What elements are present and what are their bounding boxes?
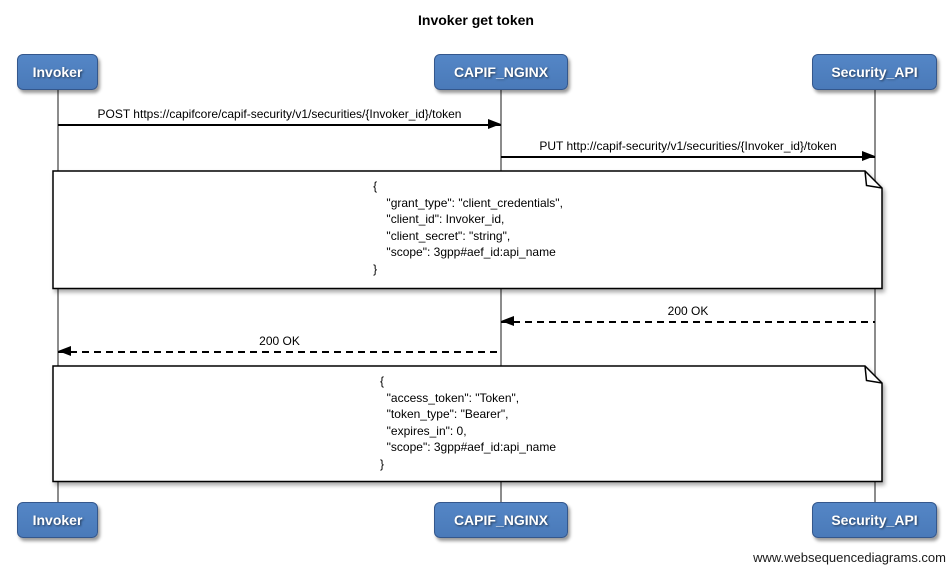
note-text: { "access_token": "Token", "token_type":… bbox=[380, 374, 556, 471]
actor-label: CAPIF_NGINX bbox=[453, 64, 549, 80]
actor-label: Invoker bbox=[32, 512, 83, 528]
actor-box-security-api-bottom: Security_API bbox=[812, 502, 937, 538]
message-label: 200 OK bbox=[259, 334, 300, 348]
actor-label: CAPIF_NGINX bbox=[453, 512, 549, 528]
message-line bbox=[501, 156, 875, 158]
message-label: PUT http://capif-security/v1/securities/… bbox=[539, 139, 837, 153]
message-200-ok-security-to-capif: 200 OK bbox=[501, 304, 875, 326]
message-label: POST https://capifcore/capif-security/v1… bbox=[97, 107, 462, 121]
note-token-response-body: { "access_token": "Token", "token_type":… bbox=[52, 365, 884, 483]
actor-label: Security_API bbox=[831, 64, 918, 80]
note-paper-icon bbox=[52, 170, 883, 290]
note-fold-icon bbox=[864, 365, 883, 384]
message-post-token: POST https://capifcore/capif-security/v1… bbox=[58, 107, 501, 129]
watermark: www.websequencediagrams.com bbox=[753, 550, 946, 565]
arrowhead-left-icon bbox=[501, 316, 514, 326]
lifeline-capif-nginx bbox=[500, 90, 502, 503]
note-fold-icon bbox=[864, 170, 883, 189]
actor-box-capif-nginx-top: CAPIF_NGINX bbox=[434, 54, 568, 90]
lifeline-security-api bbox=[874, 90, 876, 503]
actor-box-capif-nginx-bottom: CAPIF_NGINX bbox=[434, 502, 568, 538]
arrowhead-right-icon bbox=[488, 119, 501, 129]
note-text: { "grant_type": "client_credentials", "c… bbox=[373, 179, 563, 276]
actor-box-invoker-bottom: Invoker bbox=[17, 502, 98, 538]
message-line-dashed bbox=[501, 321, 875, 323]
actor-label: Invoker bbox=[32, 64, 83, 80]
arrowhead-left-icon bbox=[58, 346, 71, 356]
message-line-dashed bbox=[58, 351, 501, 353]
note-paper-icon bbox=[52, 365, 883, 483]
diagram-title: Invoker get token bbox=[418, 12, 534, 28]
note-token-request-body: { "grant_type": "client_credentials", "c… bbox=[52, 170, 884, 290]
actor-box-security-api-top: Security_API bbox=[812, 54, 937, 90]
arrowhead-right-icon bbox=[862, 151, 875, 161]
message-put-token: PUT http://capif-security/v1/securities/… bbox=[501, 139, 875, 161]
message-line bbox=[58, 124, 501, 126]
actor-box-invoker-top: Invoker bbox=[17, 54, 98, 90]
actor-label: Security_API bbox=[831, 512, 918, 528]
message-label: 200 OK bbox=[667, 304, 709, 318]
lifeline-invoker bbox=[57, 90, 59, 503]
message-200-ok-capif-to-invoker: 200 OK bbox=[58, 334, 501, 356]
